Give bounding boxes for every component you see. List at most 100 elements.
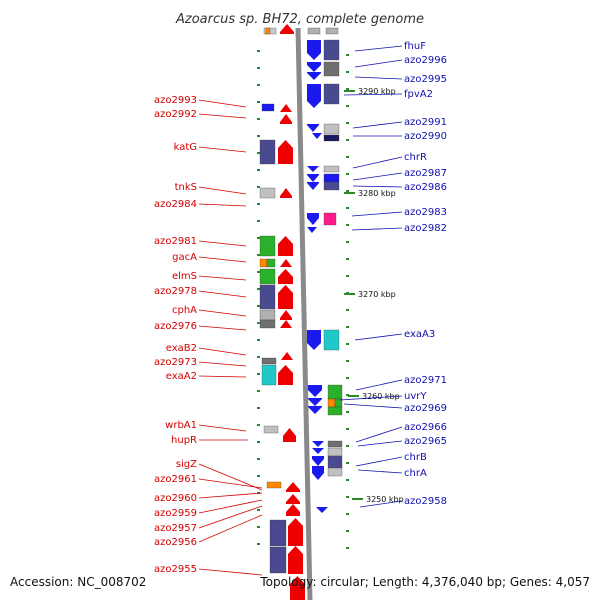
feature-box[interactable] [323, 123, 340, 135]
feature-box[interactable] [323, 165, 340, 173]
forward-gene-arrow[interactable] [278, 365, 293, 385]
gene-label-left[interactable]: cphA [172, 305, 197, 316]
reverse-gene-arrow[interactable] [308, 385, 322, 397]
gene-label-right[interactable]: azo2996 [404, 55, 447, 66]
reverse-gene-arrow[interactable] [312, 456, 324, 466]
reverse-gene-arrow[interactable] [307, 182, 319, 190]
forward-gene-arrow[interactable] [280, 310, 292, 320]
reverse-gene-arrow[interactable] [312, 133, 322, 139]
gene-label-left[interactable]: sigZ [176, 459, 197, 470]
feature-box[interactable] [323, 212, 337, 226]
feature-box[interactable] [327, 398, 336, 408]
reverse-gene-arrow[interactable] [307, 213, 319, 225]
gene-label-right[interactable]: chrA [404, 468, 427, 479]
gene-label-left[interactable]: azo2973 [154, 357, 197, 368]
reverse-gene-arrow[interactable] [316, 507, 328, 513]
forward-gene-arrow[interactable] [280, 320, 292, 328]
reverse-gene-arrow[interactable] [308, 398, 322, 406]
gene-label-right[interactable]: azo2983 [404, 207, 447, 218]
gene-label-right[interactable]: azo2990 [404, 131, 447, 142]
feature-box[interactable] [325, 27, 339, 35]
forward-gene-arrow[interactable] [278, 269, 293, 284]
gene-label-right[interactable]: azo2958 [404, 496, 447, 507]
reverse-gene-arrow[interactable] [307, 227, 317, 233]
reverse-gene-arrow[interactable] [307, 330, 321, 350]
gene-label-left[interactable]: azo2993 [154, 95, 197, 106]
forward-gene-arrow[interactable] [280, 114, 292, 124]
forward-gene-arrow[interactable] [280, 259, 292, 267]
reverse-gene-arrow[interactable] [307, 62, 321, 72]
feature-box[interactable] [261, 103, 275, 112]
feature-box[interactable] [327, 384, 343, 400]
feature-box[interactable] [323, 61, 340, 77]
feature-box[interactable] [259, 235, 276, 257]
gene-label-right[interactable]: azo2966 [404, 422, 447, 433]
gene-label-right[interactable]: azo2995 [404, 74, 447, 85]
reverse-gene-arrow[interactable] [307, 166, 319, 172]
feature-box[interactable] [259, 309, 276, 321]
gene-label-right[interactable]: azo2986 [404, 182, 447, 193]
feature-box[interactable] [327, 467, 343, 477]
feature-box[interactable] [259, 139, 276, 165]
feature-box[interactable] [323, 83, 340, 105]
gene-label-left[interactable]: tnkS [175, 182, 197, 193]
gene-label-left[interactable]: azo2960 [154, 493, 197, 504]
feature-box[interactable] [269, 546, 287, 574]
gene-label-left[interactable]: wrbA1 [165, 420, 197, 431]
gene-label-right[interactable]: azo2991 [404, 117, 447, 128]
reverse-gene-arrow[interactable] [307, 72, 321, 80]
feature-box[interactable] [265, 27, 271, 35]
forward-gene-arrow[interactable] [283, 428, 296, 442]
gene-label-left[interactable]: azo2984 [154, 199, 197, 210]
gene-label-right[interactable]: fhuF [404, 41, 426, 52]
feature-box[interactable] [259, 284, 276, 310]
feature-box[interactable] [266, 258, 276, 268]
gene-label-left[interactable]: azo2992 [154, 109, 197, 120]
reverse-gene-arrow[interactable] [307, 174, 319, 182]
feature-box[interactable] [266, 481, 282, 489]
gene-label-left[interactable]: azo2976 [154, 321, 197, 332]
gene-label-right[interactable]: azo2971 [404, 375, 447, 386]
gene-label-left[interactable]: katG [174, 142, 197, 153]
gene-label-left[interactable]: azo2978 [154, 286, 197, 297]
reverse-gene-arrow[interactable] [307, 84, 321, 108]
gene-label-left[interactable]: exaA2 [166, 371, 197, 382]
reverse-gene-arrow[interactable] [312, 441, 324, 447]
feature-box[interactable] [323, 181, 340, 191]
feature-box[interactable] [269, 519, 287, 547]
feature-box[interactable] [307, 27, 321, 35]
forward-gene-arrow[interactable] [290, 576, 305, 600]
forward-gene-arrow[interactable] [288, 518, 303, 546]
gene-label-right[interactable]: chrB [404, 452, 427, 463]
gene-label-right[interactable]: azo2965 [404, 436, 447, 447]
feature-box[interactable] [259, 187, 276, 199]
feature-box[interactable] [327, 440, 343, 448]
forward-gene-arrow[interactable] [281, 352, 293, 360]
gene-label-left[interactable]: hupR [171, 435, 197, 446]
feature-box[interactable] [323, 39, 340, 61]
reverse-gene-arrow[interactable] [307, 40, 321, 60]
forward-gene-arrow[interactable] [278, 285, 293, 309]
feature-box[interactable] [259, 268, 276, 285]
reverse-gene-arrow[interactable] [312, 448, 324, 454]
forward-gene-arrow[interactable] [286, 504, 300, 516]
feature-box[interactable] [261, 357, 277, 365]
forward-gene-arrow[interactable] [280, 24, 294, 34]
feature-box[interactable] [263, 425, 279, 434]
feature-box[interactable] [327, 455, 343, 469]
gene-label-left[interactable]: azo2956 [154, 537, 197, 548]
gene-label-left[interactable]: elmS [172, 271, 197, 282]
gene-label-right[interactable]: chrR [404, 152, 427, 163]
feature-box[interactable] [323, 173, 340, 183]
gene-label-left[interactable]: azo2961 [154, 474, 197, 485]
gene-label-right[interactable]: exaA3 [404, 329, 435, 340]
gene-label-right[interactable]: fpvA2 [404, 89, 433, 100]
feature-box[interactable] [327, 406, 343, 416]
gene-label-left[interactable]: exaB2 [166, 343, 197, 354]
reverse-gene-arrow[interactable] [312, 466, 324, 480]
reverse-gene-arrow[interactable] [308, 406, 322, 414]
gene-label-right[interactable]: azo2982 [404, 223, 447, 234]
gene-label-right[interactable]: uvrY [404, 391, 427, 402]
feature-box[interactable] [261, 364, 277, 386]
gene-label-right[interactable]: azo2987 [404, 168, 447, 179]
